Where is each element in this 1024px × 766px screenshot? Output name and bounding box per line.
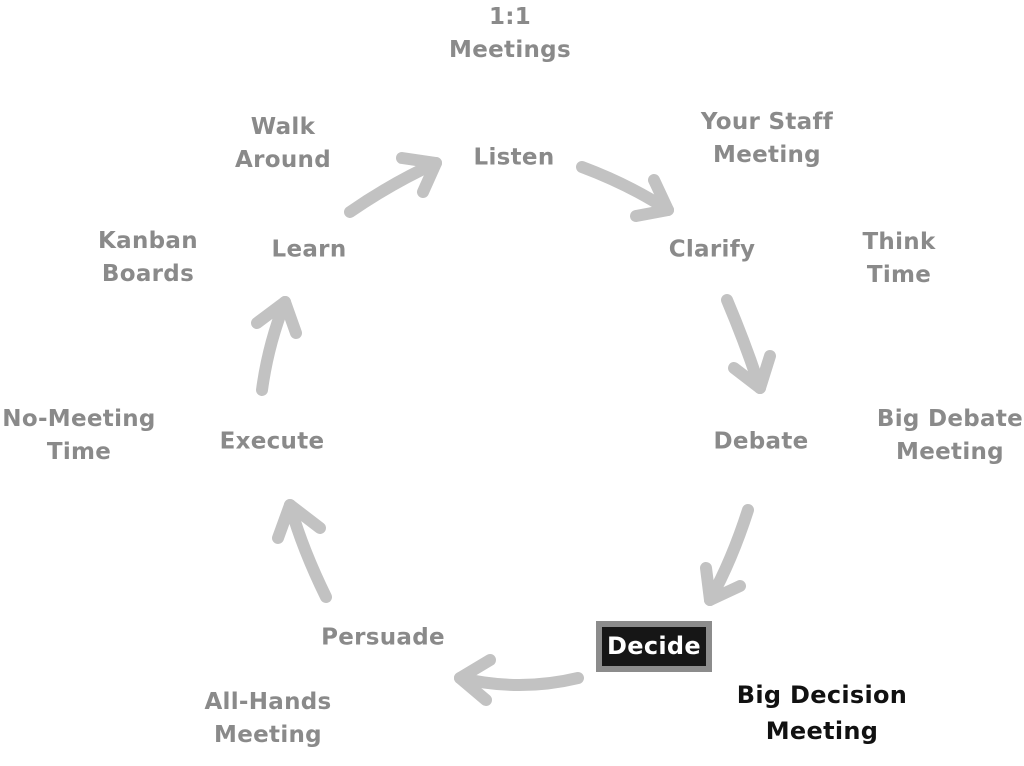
practice-no-meeting-line-2: Time — [46, 439, 112, 465]
stage-debate: Debate — [713, 428, 809, 455]
arrow-persuade-to-execute — [272, 499, 332, 603]
practice-staff-meeting: Your Staff Meeting — [701, 106, 833, 172]
practice-big-debate-meeting: Big Debate Meeting — [877, 403, 1023, 469]
practice-all-hands-meeting: All-Hands Meeting — [204, 686, 331, 752]
practice-walk-around-line-1: Walk — [250, 114, 316, 140]
practice-staff-meeting-line-1: Your Staff — [700, 109, 834, 135]
arrow-listen-to-clarify — [576, 161, 674, 222]
arrow-clarify-to-debate — [721, 294, 776, 394]
stage-decide-box: Decide — [596, 621, 712, 672]
practice-think-time-line-2: Time — [866, 262, 932, 288]
arrow-debate-to-decide — [700, 504, 754, 606]
practice-one-on-one-line-1: 1:1 — [488, 4, 532, 30]
practice-no-meeting-time: No-Meeting Time — [2, 403, 155, 469]
practice-think-time: Think Time — [862, 226, 935, 292]
arrow-learn-to-listen — [344, 152, 442, 218]
arrow-decide-to-persuade — [454, 654, 584, 706]
practice-one-on-one-line-2: Meetings — [449, 37, 571, 63]
stage-clarify: Clarify — [668, 236, 756, 263]
stage-learn: Learn — [271, 236, 347, 263]
practice-big-decision-meeting: Big Decision Meeting — [737, 677, 907, 749]
practice-kanban-line-2: Boards — [101, 261, 195, 287]
practice-big-decision-line-1: Big Decision — [736, 681, 908, 709]
practice-big-debate-line-2: Meeting — [896, 439, 1004, 465]
practice-one-on-one-meetings: 1:1 Meetings — [449, 1, 571, 67]
practice-big-debate-line-1: Big Debate — [876, 406, 1024, 432]
practice-big-decision-line-2: Meeting — [765, 717, 879, 745]
practice-kanban-line-1: Kanban — [98, 228, 198, 254]
practice-all-hands-line-1: All-Hands — [204, 689, 332, 715]
practice-all-hands-line-2: Meeting — [214, 722, 322, 748]
stage-execute: Execute — [219, 428, 325, 455]
arrow-execute-to-learn — [251, 296, 302, 396]
practice-walk-around-line-2: Around — [235, 147, 331, 173]
practice-staff-meeting-line-2: Meeting — [713, 142, 821, 168]
stage-decide: Decide — [602, 627, 706, 666]
practice-no-meeting-line-1: No-Meeting — [2, 406, 156, 432]
practice-kanban-boards: Kanban Boards — [98, 225, 198, 291]
stage-listen: Listen — [473, 144, 555, 171]
practice-walk-around: Walk Around — [235, 111, 331, 177]
practice-think-time-line-1: Think — [862, 229, 936, 255]
stage-persuade: Persuade — [321, 624, 445, 651]
